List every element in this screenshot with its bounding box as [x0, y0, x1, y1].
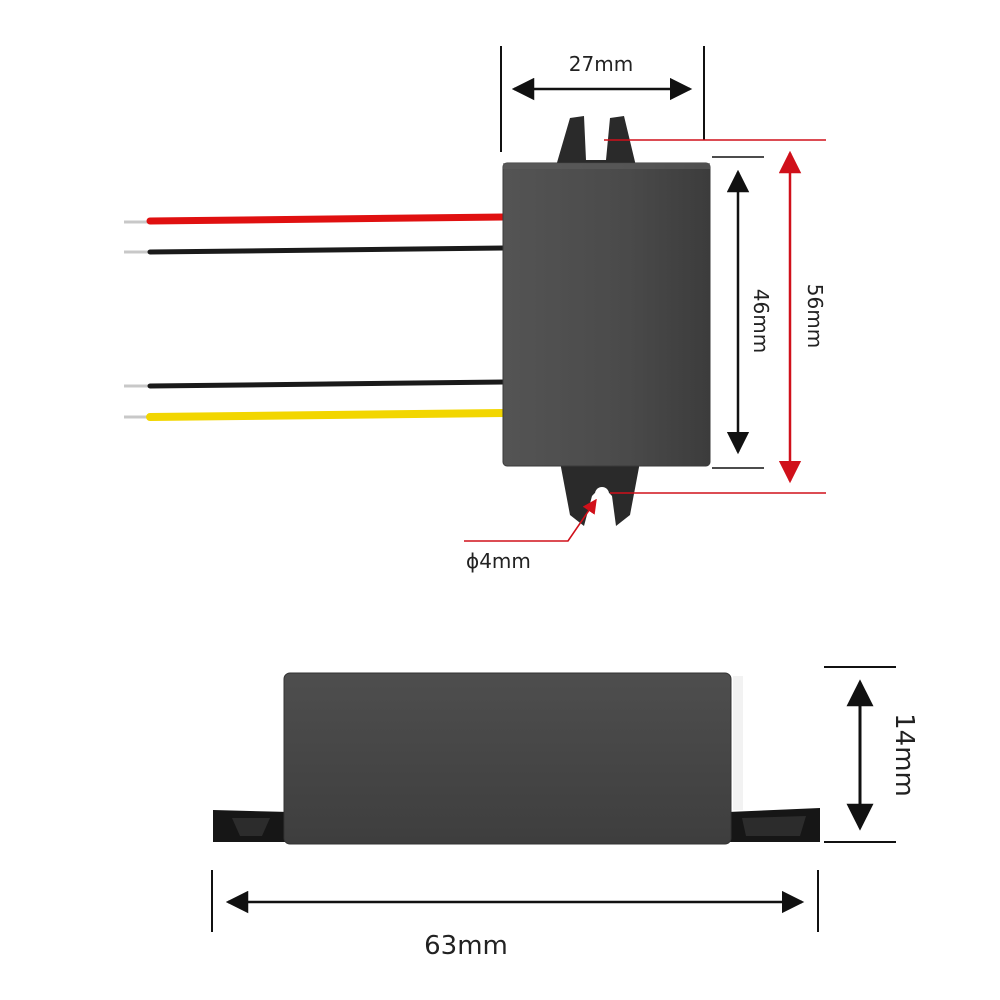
dim-label-46mm: 46mm: [749, 289, 773, 353]
dim-hole-4mm: ϕ4mm: [464, 498, 597, 573]
dim-label-63mm: 63mm: [424, 931, 508, 961]
converter-housing-side: [283, 672, 732, 845]
side-view: 14mm 63mm: [211, 666, 919, 961]
wire-yellow: [124, 409, 508, 421]
wire-black-1: [124, 245, 507, 255]
converter-housing-top: [502, 162, 711, 467]
dim-46mm: 46mm: [712, 156, 773, 469]
dim-63mm: 63mm: [211, 870, 819, 961]
dim-14mm: 14mm: [824, 666, 919, 843]
dim-27mm: 27mm: [500, 46, 705, 152]
wire-red: [124, 213, 508, 225]
wire-black-2: [124, 379, 507, 389]
dim-label-14mm: 14mm: [889, 713, 919, 797]
top-mounting-ear: [556, 116, 636, 166]
bottom-mounting-ear: [560, 462, 640, 526]
dim-label-56mm: 56mm: [803, 284, 827, 348]
dim-56mm: 56mm: [604, 139, 827, 494]
top-view: 27mm 46mm 56mm ϕ4mm: [124, 46, 827, 573]
mounting-hole: [595, 487, 609, 501]
dim-label-hole: ϕ4mm: [466, 549, 531, 573]
dim-label-27mm: 27mm: [569, 52, 633, 76]
wire-group: [124, 213, 508, 421]
